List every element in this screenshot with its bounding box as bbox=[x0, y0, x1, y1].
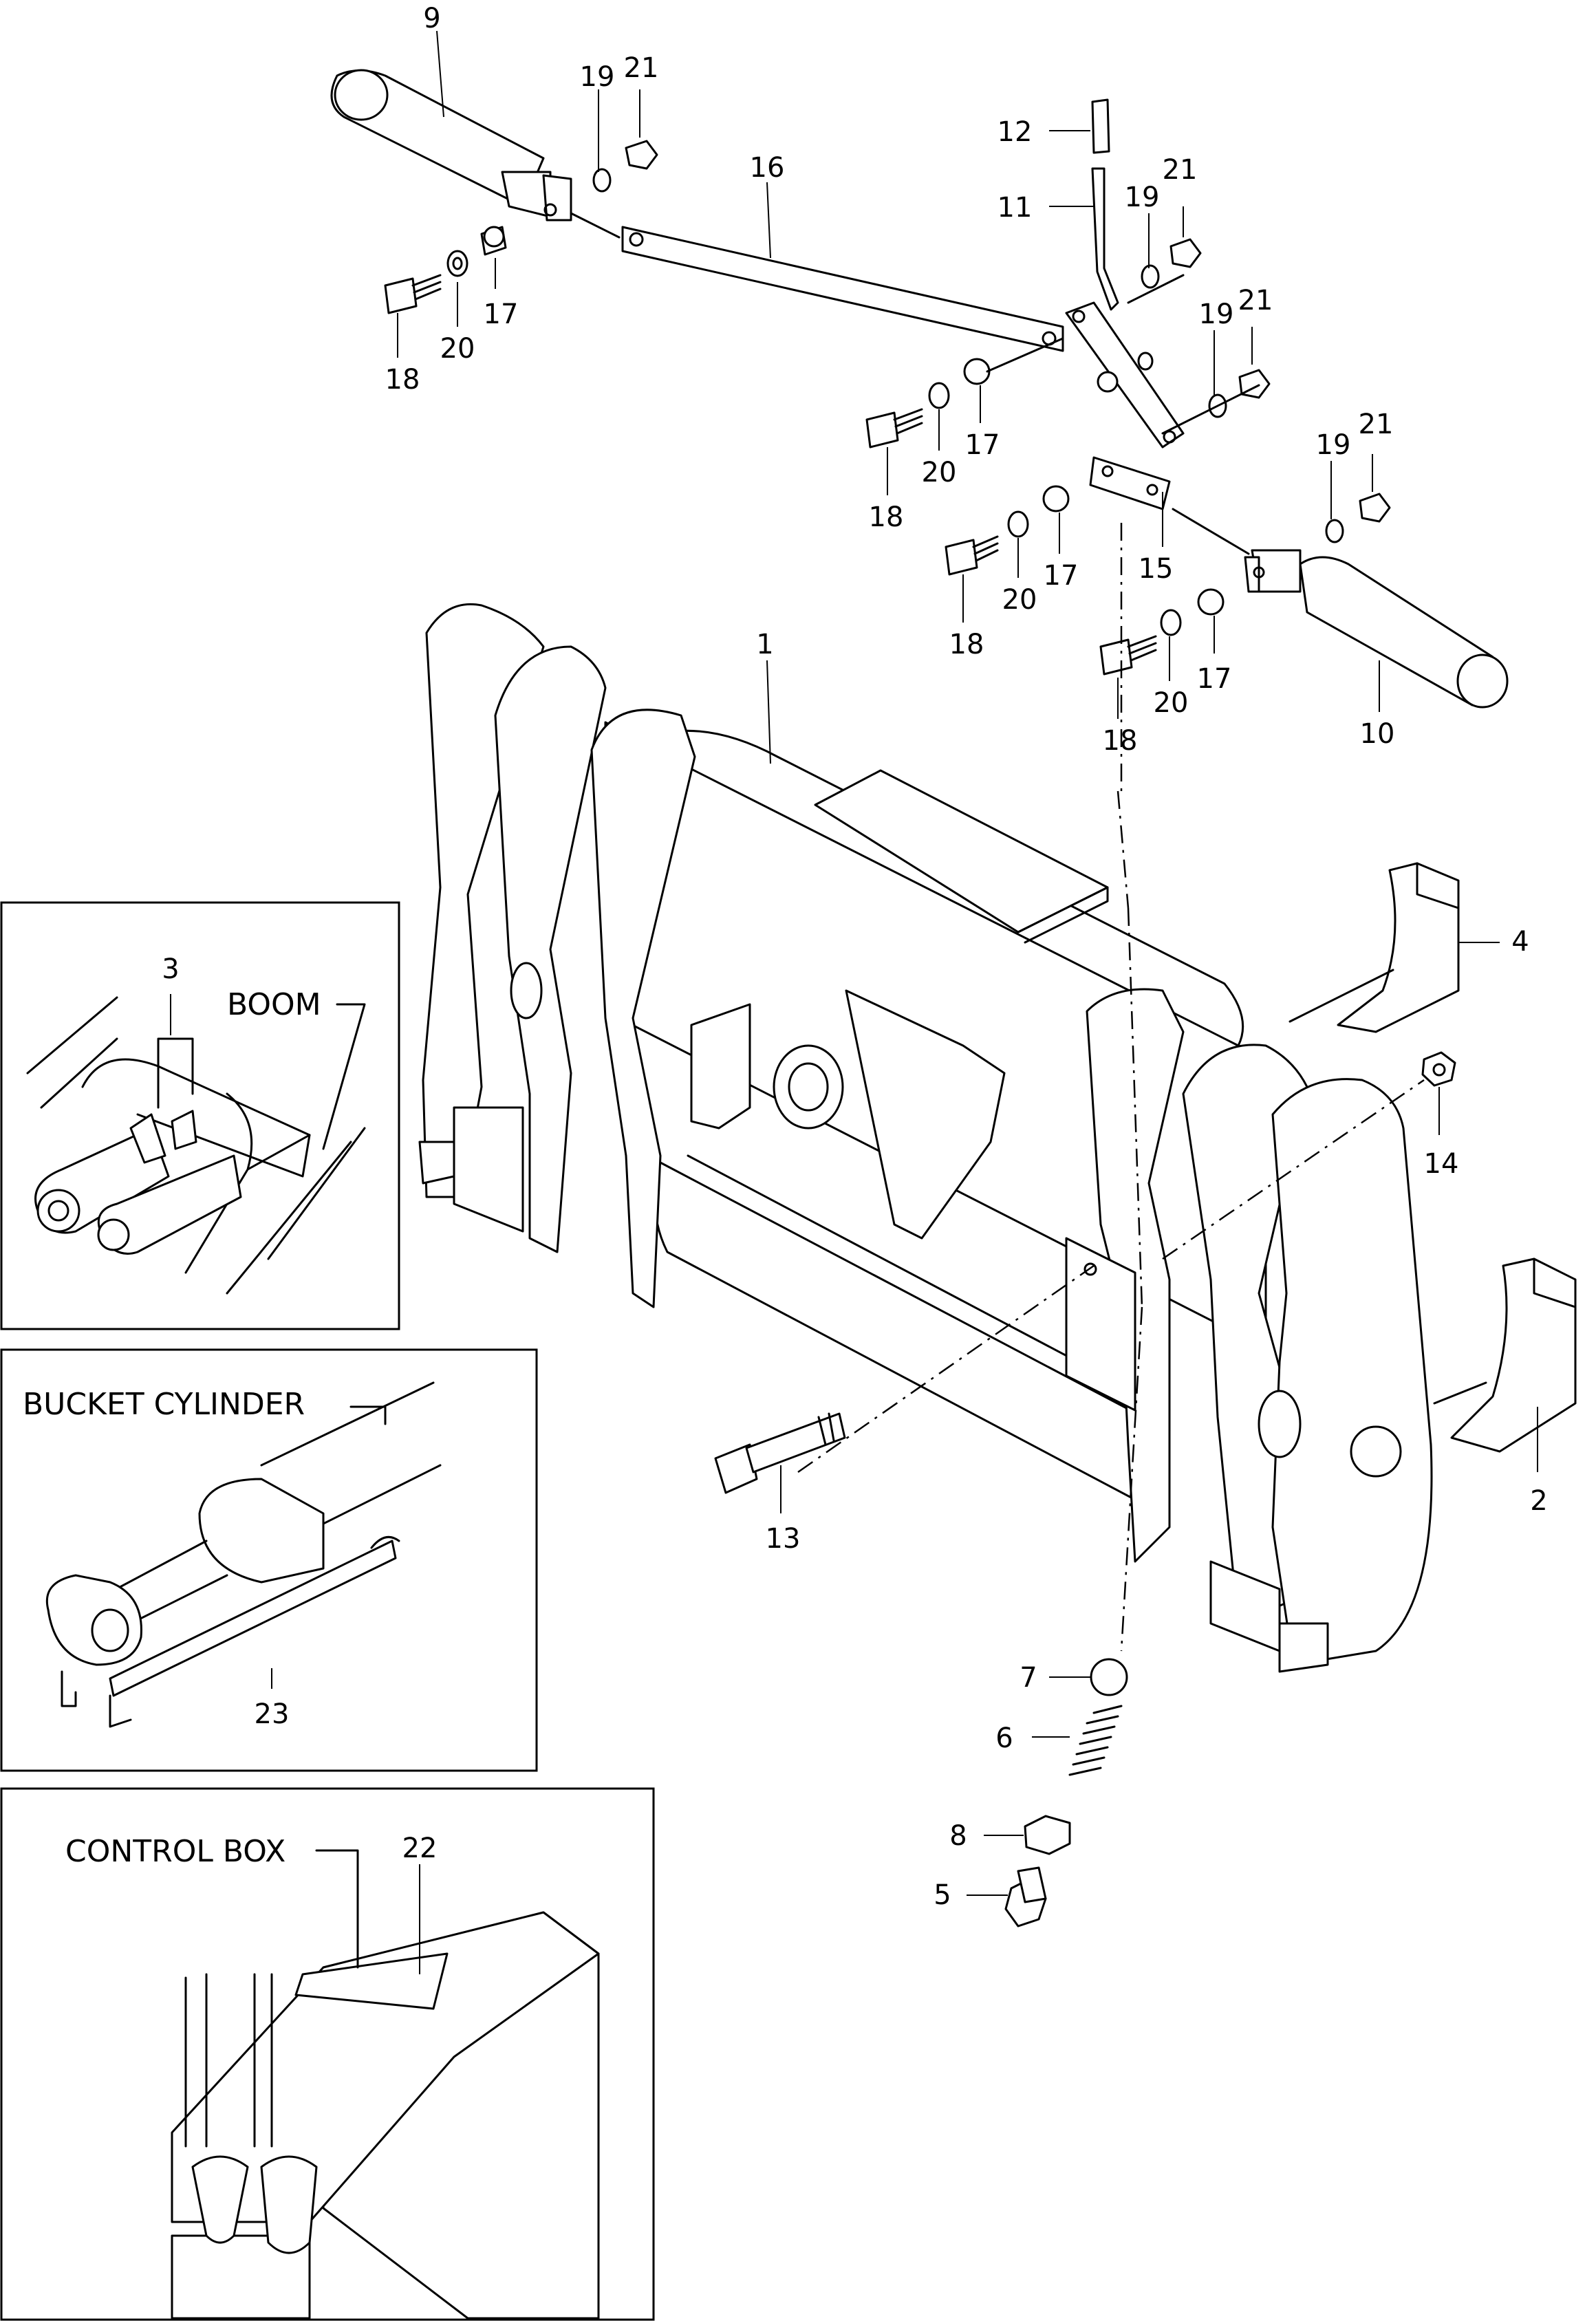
bolt-18-b bbox=[865, 408, 923, 449]
callout-21-c: 21 bbox=[1238, 285, 1273, 316]
nut-14 bbox=[1421, 1051, 1456, 1087]
nut-21-a bbox=[625, 140, 658, 170]
callout-3: 3 bbox=[162, 953, 179, 985]
bolt-18-d bbox=[1099, 635, 1157, 676]
lever-grip bbox=[1091, 98, 1110, 154]
callout-21-b: 21 bbox=[1163, 154, 1198, 186]
quick-coupler-frame bbox=[418, 603, 1433, 1673]
callout-13: 13 bbox=[766, 1523, 801, 1555]
washer-20-c bbox=[1007, 510, 1029, 538]
detent-ball bbox=[1090, 1658, 1128, 1696]
inset-label-boom: BOOM bbox=[227, 987, 321, 1022]
callout-19-d: 19 bbox=[1316, 429, 1351, 461]
callout-20-a: 20 bbox=[440, 333, 475, 365]
leader-lines bbox=[170, 30, 1538, 1974]
callout-10: 10 bbox=[1360, 718, 1395, 750]
callout-7: 7 bbox=[1020, 1662, 1037, 1694]
callout-17-a: 17 bbox=[484, 299, 519, 330]
callout-19-a: 19 bbox=[580, 61, 615, 93]
washer-19-d bbox=[1325, 519, 1344, 543]
shift-lever bbox=[1065, 167, 1185, 449]
callout-23: 23 bbox=[255, 1698, 290, 1730]
callout-19-b: 19 bbox=[1125, 182, 1160, 213]
callout-17-c: 17 bbox=[1044, 560, 1079, 592]
washer-20-d bbox=[1160, 609, 1182, 636]
callout-21-d: 21 bbox=[1359, 409, 1394, 440]
link-plate bbox=[1089, 456, 1171, 510]
callout-18-b: 18 bbox=[869, 501, 904, 533]
callout-11: 11 bbox=[998, 192, 1033, 224]
callout-21-a: 21 bbox=[624, 52, 659, 84]
callout-19-c: 19 bbox=[1199, 299, 1234, 330]
detent-spring bbox=[1068, 1705, 1123, 1776]
handle-right bbox=[1244, 549, 1509, 709]
bushing-17-d bbox=[1197, 588, 1225, 616]
callout-18-c: 18 bbox=[949, 629, 984, 660]
callout-15: 15 bbox=[1139, 553, 1174, 585]
callout-22: 22 bbox=[402, 1833, 438, 1864]
callout-20-d: 20 bbox=[1154, 687, 1189, 719]
washer-19-a bbox=[592, 168, 612, 193]
callout-8: 8 bbox=[949, 1820, 967, 1852]
bushing-17-b bbox=[963, 358, 991, 385]
pin-bolt bbox=[714, 1412, 846, 1494]
bolt-18-a bbox=[384, 274, 442, 314]
callout-18-d: 18 bbox=[1103, 725, 1138, 757]
callout-17-d: 17 bbox=[1197, 663, 1232, 695]
callout-20-c: 20 bbox=[1002, 584, 1037, 616]
callout-20-b: 20 bbox=[922, 457, 957, 488]
callout-labels: 9 12 11 16 19 21 20 17 18 19 21 19 21 20… bbox=[162, 3, 1547, 1911]
wear-block-upper bbox=[1337, 862, 1460, 1033]
set-bolt-5 bbox=[1004, 1866, 1047, 1928]
callout-18-a: 18 bbox=[385, 364, 420, 396]
callout-1: 1 bbox=[756, 629, 773, 660]
inset-control-box bbox=[0, 1787, 655, 2321]
callout-12: 12 bbox=[998, 116, 1033, 148]
assembly-lines bbox=[570, 212, 1487, 1652]
callout-6: 6 bbox=[995, 1723, 1013, 1754]
washer-19-b bbox=[1141, 264, 1160, 289]
bushing-17-c bbox=[1042, 485, 1070, 512]
callout-14: 14 bbox=[1424, 1148, 1459, 1180]
washer-20-b bbox=[928, 382, 950, 409]
callout-5: 5 bbox=[934, 1879, 951, 1911]
inset-label-bucket-cylinder: BUCKET CYLINDER bbox=[23, 1387, 305, 1422]
handle-left bbox=[330, 69, 572, 222]
inset-boom bbox=[0, 901, 400, 1330]
bolt-18-c bbox=[945, 535, 999, 576]
callout-2: 2 bbox=[1530, 1485, 1547, 1517]
hex-nut-8 bbox=[1024, 1815, 1071, 1855]
wear-block-lower bbox=[1450, 1257, 1577, 1453]
inset-label-control-box: CONTROL BOX bbox=[65, 1834, 285, 1869]
inset-bucket-cylinder bbox=[0, 1348, 538, 1772]
nut-21-d bbox=[1359, 493, 1391, 523]
callout-4: 4 bbox=[1511, 926, 1529, 958]
callout-16: 16 bbox=[750, 152, 785, 184]
callout-17-b: 17 bbox=[965, 429, 1000, 461]
nut-21-b bbox=[1169, 238, 1202, 268]
callout-9: 9 bbox=[423, 3, 440, 34]
washer-20-a bbox=[446, 250, 468, 277]
link-bar bbox=[621, 226, 1064, 352]
bushing-17-a bbox=[480, 226, 507, 256]
